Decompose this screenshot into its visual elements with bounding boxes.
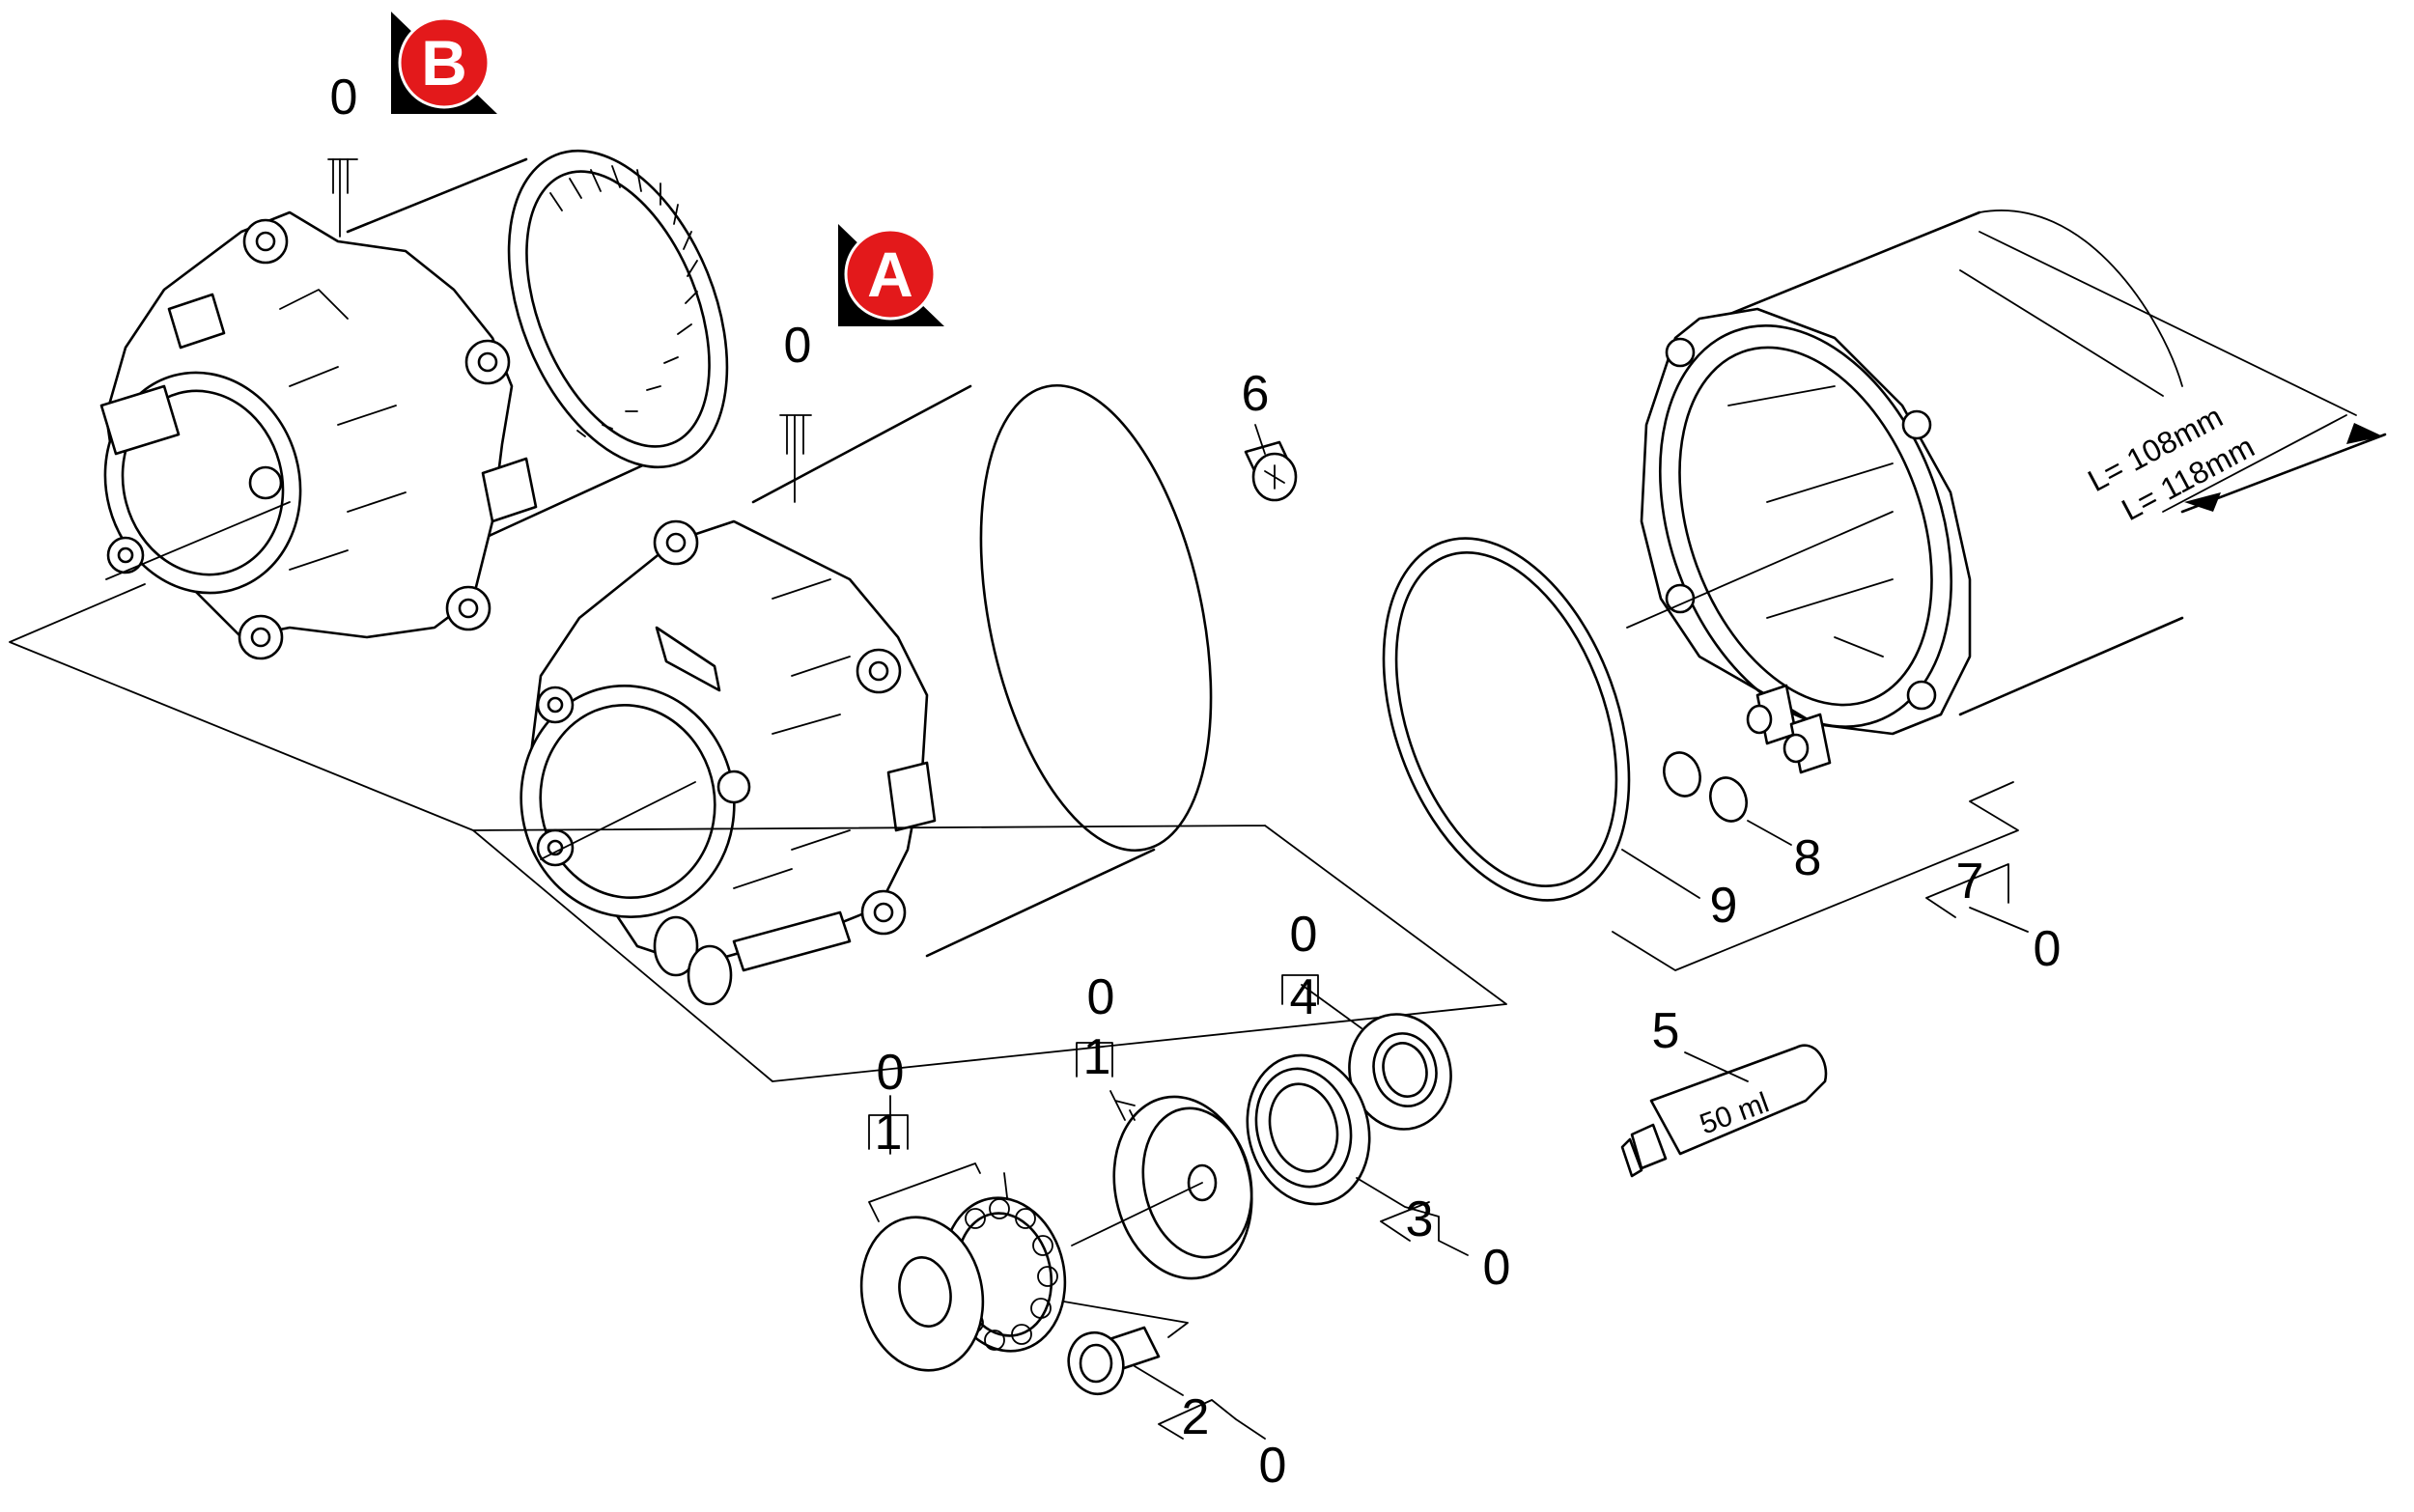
grease-tube-5[interactable]: 50 ml xyxy=(1620,1044,1828,1178)
leader-motor-a xyxy=(779,414,812,503)
marker-a[interactable]: A xyxy=(838,224,944,326)
assembly-frame-left xyxy=(9,583,1507,1082)
callout-thrust-bearing: 1 xyxy=(875,1105,903,1161)
bearing-seal-4[interactable] xyxy=(1336,1003,1464,1141)
callout-motor-a-level: 0 xyxy=(784,318,812,374)
callout-head: 7 xyxy=(1956,854,1984,910)
marker-b-letter: B xyxy=(421,27,467,98)
leader-swash-plate xyxy=(1076,1042,1136,1121)
dimension-head xyxy=(1959,231,2387,514)
marker-b[interactable]: B xyxy=(391,12,497,114)
callout-bearing-level: 0 xyxy=(1483,1240,1511,1296)
motor-a-assembly[interactable] xyxy=(503,364,1249,1006)
callout-box-head xyxy=(1925,863,2029,933)
callout-motor-b-level: 0 xyxy=(330,70,358,126)
bolt-2[interactable] xyxy=(1062,1326,1161,1400)
leader-tube xyxy=(1684,1051,1749,1082)
thrust-bearing-1[interactable] xyxy=(848,1187,1080,1382)
oring-large-9[interactable] xyxy=(1337,504,1675,934)
leader-motor-b xyxy=(327,158,358,238)
callout-bearing-seal: 4 xyxy=(1290,969,1318,1025)
leader-bearing xyxy=(1356,1177,1469,1256)
motor-b-assembly[interactable] xyxy=(81,119,771,660)
callout-tube: 5 xyxy=(1652,1003,1680,1059)
bearing-3[interactable] xyxy=(1231,1042,1386,1218)
callout-bolt: 2 xyxy=(1182,1389,1210,1445)
callout-swash-plate: 1 xyxy=(1083,1029,1111,1085)
leader-oring-large xyxy=(1621,849,1700,899)
callout-swash-plate-level: 0 xyxy=(1087,969,1115,1025)
leader-oring-small xyxy=(1747,820,1792,846)
pump-head-7[interactable] xyxy=(1608,210,2184,774)
head-frame xyxy=(1612,781,2019,971)
callout-bolt-level: 0 xyxy=(1259,1438,1287,1494)
callout-thrust-bearing-level: 0 xyxy=(877,1045,905,1101)
callout-bearing: 3 xyxy=(1406,1191,1434,1247)
oring-small-8[interactable] xyxy=(1658,747,1753,826)
screw-6[interactable] xyxy=(1244,424,1298,502)
callout-head-level: 0 xyxy=(2034,921,2062,977)
marker-a-letter: A xyxy=(867,238,913,310)
callout-oring-small: 8 xyxy=(1794,830,1822,886)
swash-plate-1[interactable] xyxy=(1071,1084,1268,1292)
callout-oring-large: 9 xyxy=(1710,878,1738,934)
leader-bearing-seal xyxy=(1281,974,1362,1029)
leader-bolt xyxy=(1134,1365,1266,1440)
callout-bearing-seal-level: 0 xyxy=(1290,907,1318,963)
callout-screw: 6 xyxy=(1242,366,1270,422)
leader-thrust-bearing xyxy=(868,1095,981,1222)
